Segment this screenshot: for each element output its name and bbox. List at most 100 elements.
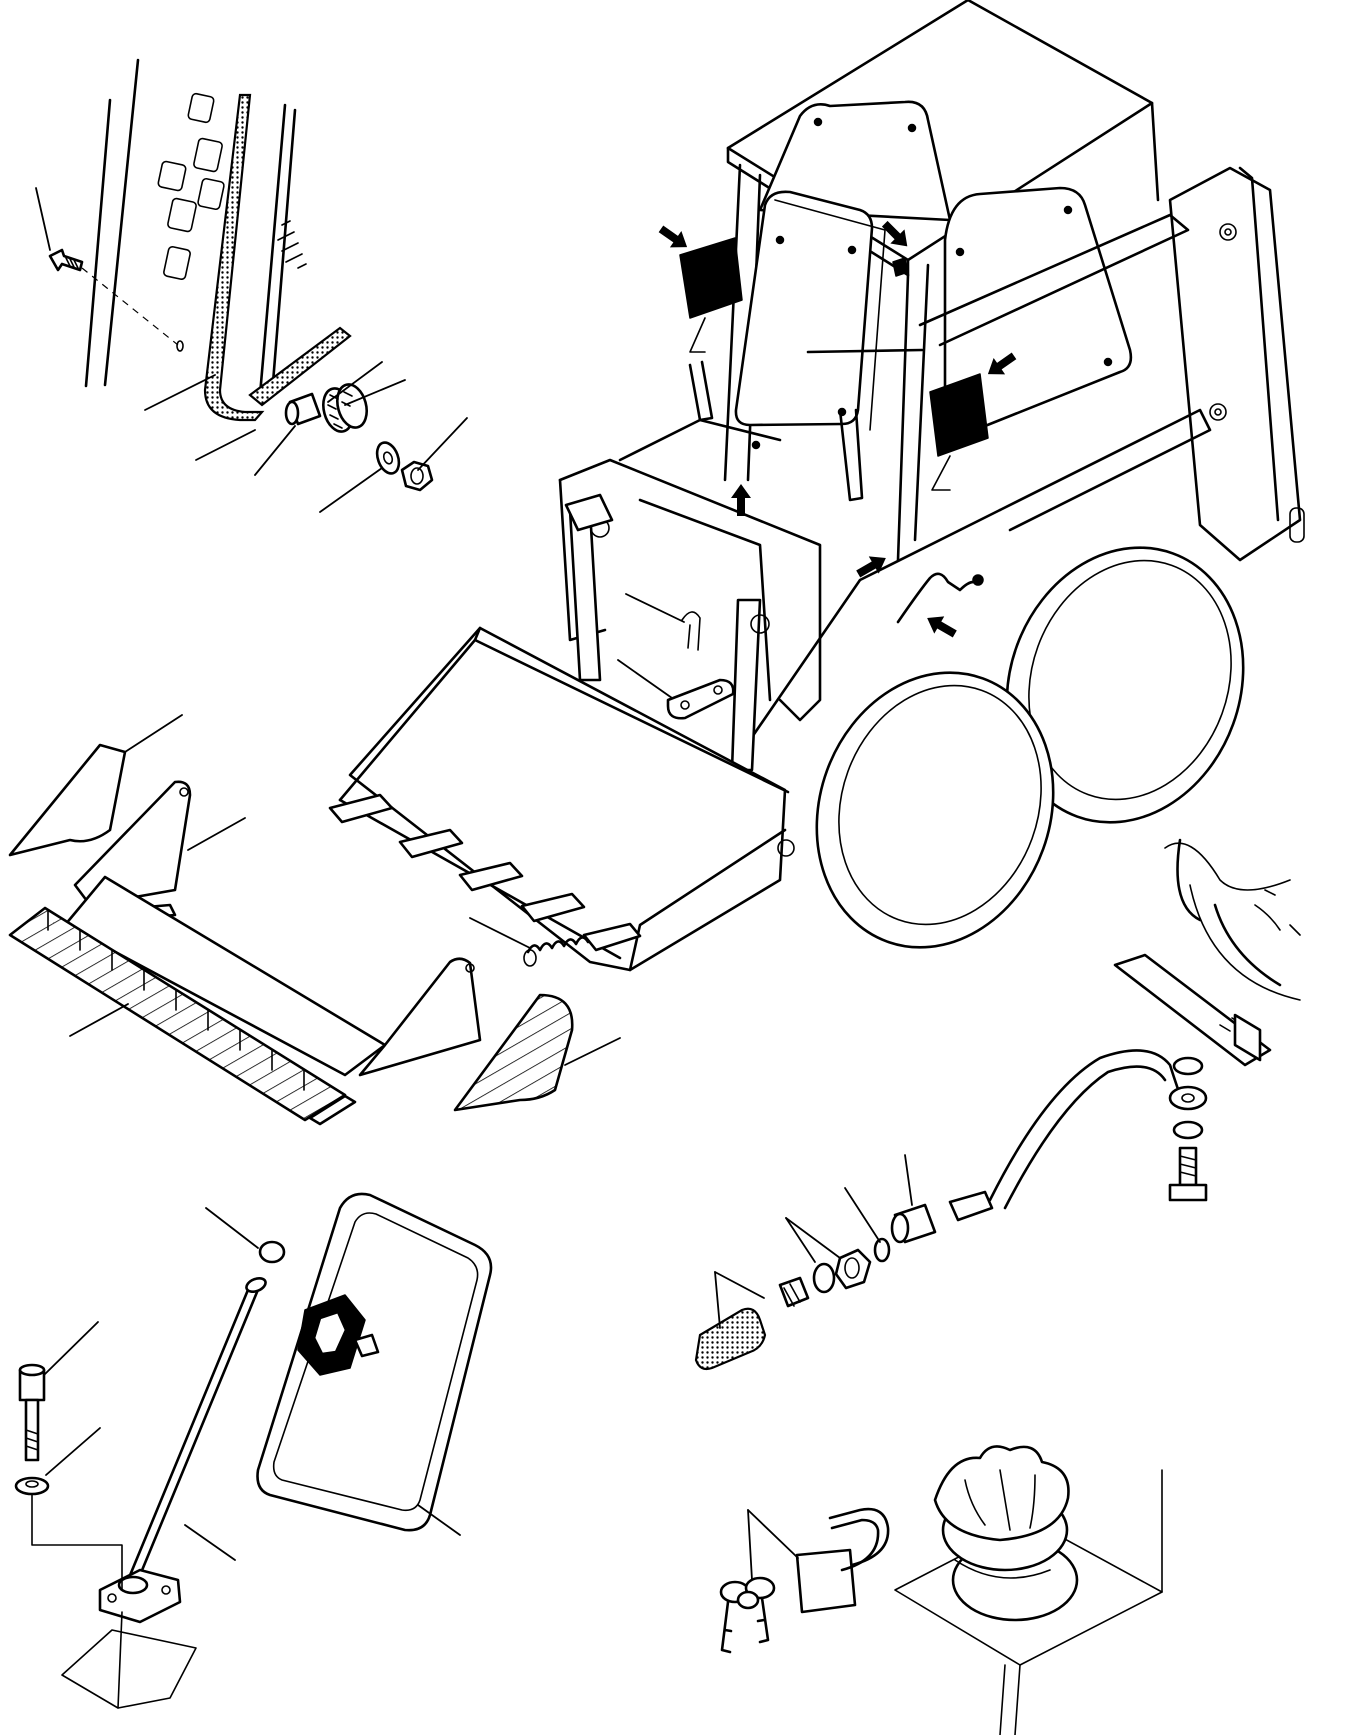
leader-line: [319, 467, 383, 513]
key-icon: [736, 1576, 776, 1644]
leader-line: [254, 425, 296, 476]
panel-vent-slots: [157, 92, 225, 281]
bucket-corner: [473, 626, 482, 642]
mirror-assembly: [14, 1192, 493, 1709]
leader-line: [844, 1187, 881, 1243]
cable-lug: [948, 1190, 994, 1222]
cab-front-post-left: [723, 163, 742, 482]
disconnect-switch-group: [694, 838, 1301, 1371]
cab-front-post-right-inner: [913, 263, 930, 542]
leader-line: [124, 714, 183, 753]
arrow-icon: [922, 609, 960, 643]
switch-cap: [812, 1262, 836, 1294]
frame-rail: [1113, 953, 1272, 1067]
leader-line: [187, 817, 246, 851]
leader-line: [747, 1509, 753, 1581]
nut: [400, 460, 434, 492]
switch-handle-grip: [694, 1307, 767, 1371]
seal-strip: [248, 326, 352, 407]
mirror-center-line: [117, 1611, 123, 1709]
leader-line: [417, 417, 468, 471]
lift-arm-upper: [918, 213, 1190, 347]
skid-steer-loader: [328, 0, 1305, 972]
mount-surface: [61, 1629, 197, 1709]
mirror-washer: [14, 1476, 50, 1496]
pad-bracket-left: [689, 317, 706, 353]
guard-end-plate: [358, 957, 482, 1077]
leader-line: [184, 1524, 236, 1561]
spring: [523, 936, 590, 967]
fuel-cap-knob: [933, 1445, 1070, 1542]
hub-holes: [1254, 889, 1301, 936]
leader-line: [43, 1321, 99, 1376]
seat-top: [618, 418, 782, 462]
mirror-arm-cap: [258, 1240, 286, 1264]
grab-handle-left: [688, 360, 714, 422]
hub-outline: [1213, 903, 1282, 987]
pillar-edge: [258, 103, 287, 397]
rear-tower: [1168, 166, 1302, 562]
edge-trim-strip: [203, 93, 265, 422]
guard-side-plate: [8, 743, 127, 857]
seat-front: [638, 498, 772, 702]
frame-detail: [1164, 842, 1301, 1001]
battery-cable-inner: [1003, 1065, 1167, 1210]
tie-down-slot: [1289, 507, 1305, 543]
padlock-icon: [795, 1507, 890, 1614]
armrest-pad-right: [929, 373, 989, 457]
hazard-corner-plate: [453, 993, 574, 1112]
leader-line: [564, 1037, 621, 1066]
pillar-edge-2: [270, 108, 297, 397]
guard-mount-plate: [73, 780, 192, 907]
cab-rear-post: [1150, 101, 1160, 202]
washer: [375, 441, 401, 475]
trim-detail-group: [35, 58, 468, 513]
leader-line: [45, 1427, 101, 1476]
lock-plate: [666, 678, 735, 720]
bolt-stack: [1168, 1056, 1208, 1202]
leader-line: [714, 1271, 721, 1329]
grab-handle-right: [838, 408, 864, 502]
mirror-arm: [124, 1278, 264, 1587]
leader-line: [417, 1504, 461, 1536]
leader-line: [785, 1217, 841, 1259]
small-clip: [892, 257, 909, 277]
spacer-bushing: [284, 392, 322, 426]
leader-line: [469, 917, 531, 949]
rear-wheel: [1005, 546, 1245, 824]
leader-line: [904, 1154, 913, 1206]
cab-panel-edge: [103, 58, 140, 387]
cab-front-post-right: [896, 273, 910, 562]
leader-line: [144, 374, 216, 411]
tank-edges: [999, 1469, 1163, 1735]
cab-panel-edge-inner: [84, 98, 112, 388]
left-side-window: [734, 190, 874, 427]
leader-line: [35, 187, 51, 251]
leader-line: [69, 1003, 129, 1037]
fuel-cap-group: [719, 1445, 1163, 1735]
leader-line: [344, 379, 406, 406]
battery-cable: [988, 1049, 1184, 1202]
striped-guard-group: [8, 714, 621, 1126]
rear-tower-edge: [1238, 166, 1280, 522]
leader-line: [714, 1271, 765, 1299]
armrest-pad-left: [679, 237, 743, 319]
bucket-teeth: [328, 793, 642, 952]
leader-line: [785, 1217, 816, 1263]
pad-bracket-right: [931, 455, 951, 491]
left-side-window-frame: [774, 199, 886, 431]
wire-harness: [896, 572, 980, 624]
cab-rear-window: [758, 100, 952, 222]
switch-nut: [834, 1248, 872, 1290]
window-divider: [806, 348, 924, 354]
switch-stem: [778, 1276, 810, 1308]
leader-line: [195, 429, 256, 461]
bucket-side: [628, 828, 787, 972]
front-wheel: [815, 671, 1055, 949]
leader-line: [327, 361, 383, 403]
leader-line: [617, 659, 673, 699]
mirror-guide-line: [31, 1493, 123, 1591]
hose-upper: [1176, 838, 1202, 922]
